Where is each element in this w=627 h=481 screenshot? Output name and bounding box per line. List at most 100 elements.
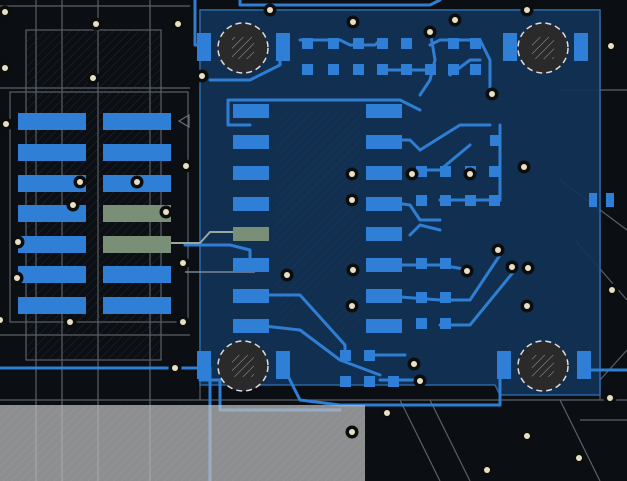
pad[interactable] [18, 236, 86, 253]
via-drill [15, 239, 21, 245]
pad[interactable] [103, 266, 171, 283]
smd-pad[interactable] [448, 38, 459, 49]
via-drill [417, 378, 423, 384]
via-drill [411, 361, 417, 367]
smd-pad[interactable] [440, 318, 451, 329]
smd-pad[interactable] [577, 351, 591, 379]
smd-pad[interactable] [440, 292, 451, 303]
smd-pad[interactable] [440, 258, 451, 269]
smd-pad[interactable] [340, 376, 351, 387]
pad[interactable] [103, 113, 171, 130]
pad[interactable] [103, 297, 171, 314]
smd-pad[interactable] [470, 38, 481, 49]
pad[interactable] [18, 144, 86, 161]
via-drill [267, 7, 273, 13]
pad[interactable] [18, 113, 86, 130]
smd-pad[interactable] [377, 64, 388, 75]
ic-pad[interactable] [233, 289, 269, 303]
smd-pad[interactable] [425, 64, 436, 75]
smd-pad[interactable] [503, 33, 517, 61]
ic-pad[interactable] [366, 104, 402, 118]
pad-selected[interactable] [103, 205, 171, 222]
smd-pad[interactable] [589, 193, 597, 207]
passive-cluster-right[interactable] [197, 135, 614, 387]
smd-pad[interactable] [490, 135, 501, 146]
smd-pad[interactable] [302, 64, 313, 75]
smd-pad[interactable] [416, 318, 427, 329]
ic-pad-selected[interactable] [233, 227, 269, 241]
via-drill [180, 319, 186, 325]
ic-pad[interactable] [366, 227, 402, 241]
smd-pad[interactable] [440, 166, 451, 177]
smd-pad[interactable] [302, 38, 313, 49]
smd-pad[interactable] [364, 350, 375, 361]
smd-pad[interactable] [606, 193, 614, 207]
smd-pad[interactable] [364, 376, 375, 387]
pad-selected[interactable] [103, 236, 171, 253]
via-drill [349, 429, 355, 435]
via[interactable] [0, 313, 7, 327]
via-drill [576, 455, 582, 461]
smd-pad[interactable] [416, 292, 427, 303]
smd-pad[interactable] [489, 166, 500, 177]
ic-pad[interactable] [366, 166, 402, 180]
via-drill [172, 365, 178, 371]
smd-pad[interactable] [197, 33, 211, 61]
smd-pad[interactable] [328, 38, 339, 49]
ic-pad[interactable] [233, 166, 269, 180]
ic-pad[interactable] [233, 104, 269, 118]
smd-pad[interactable] [465, 195, 476, 206]
passive-cluster-top[interactable] [197, 33, 588, 75]
ic-pad[interactable] [366, 197, 402, 211]
smd-pad[interactable] [416, 195, 427, 206]
ic-pad[interactable] [366, 258, 402, 272]
smd-pad[interactable] [416, 166, 427, 177]
via-drill [93, 21, 99, 27]
mounting-hole-br[interactable] [517, 340, 569, 392]
smd-pad[interactable] [353, 38, 364, 49]
smd-pad[interactable] [448, 64, 459, 75]
ic-pad[interactable] [366, 135, 402, 149]
via-drill [525, 265, 531, 271]
smd-pad[interactable] [416, 258, 427, 269]
pad[interactable] [18, 175, 86, 192]
smd-pad[interactable] [489, 195, 500, 206]
pad[interactable] [103, 144, 171, 161]
smd-pad[interactable] [197, 351, 211, 379]
pad[interactable] [18, 266, 86, 283]
ic-pad[interactable] [366, 319, 402, 333]
smd-pad[interactable] [470, 64, 481, 75]
ic-pad[interactable] [233, 135, 269, 149]
smd-pad[interactable] [401, 38, 412, 49]
smd-pad[interactable] [276, 33, 290, 61]
via-drill [467, 171, 473, 177]
via-drill [0, 317, 3, 323]
via-drill [524, 433, 530, 439]
smd-pad[interactable] [276, 351, 290, 379]
smd-pad[interactable] [377, 38, 388, 49]
via-drill [77, 179, 83, 185]
mounting-hole-bl[interactable] [217, 340, 269, 392]
ic-pad[interactable] [233, 319, 269, 333]
pad[interactable] [18, 297, 86, 314]
ic-center[interactable] [233, 104, 402, 333]
smd-pad[interactable] [328, 64, 339, 75]
smd-pad[interactable] [388, 376, 399, 387]
smd-pad[interactable] [340, 350, 351, 361]
via-drill [409, 171, 415, 177]
via-layer[interactable] [0, 3, 619, 477]
ic-pad[interactable] [366, 289, 402, 303]
smd-pad[interactable] [440, 195, 451, 206]
mounting-hole-tr[interactable] [517, 22, 569, 74]
smd-pad[interactable] [353, 64, 364, 75]
ic-pad[interactable] [233, 197, 269, 211]
selection-overlay-hatch [0, 405, 365, 481]
smd-pad[interactable] [574, 33, 588, 61]
mounting-hole-tl[interactable] [217, 22, 269, 74]
smd-pad[interactable] [401, 64, 412, 75]
mounting-holes[interactable] [217, 22, 569, 392]
ic-pad[interactable] [233, 258, 269, 272]
smd-pad[interactable] [497, 351, 511, 379]
via-drill [175, 21, 181, 27]
